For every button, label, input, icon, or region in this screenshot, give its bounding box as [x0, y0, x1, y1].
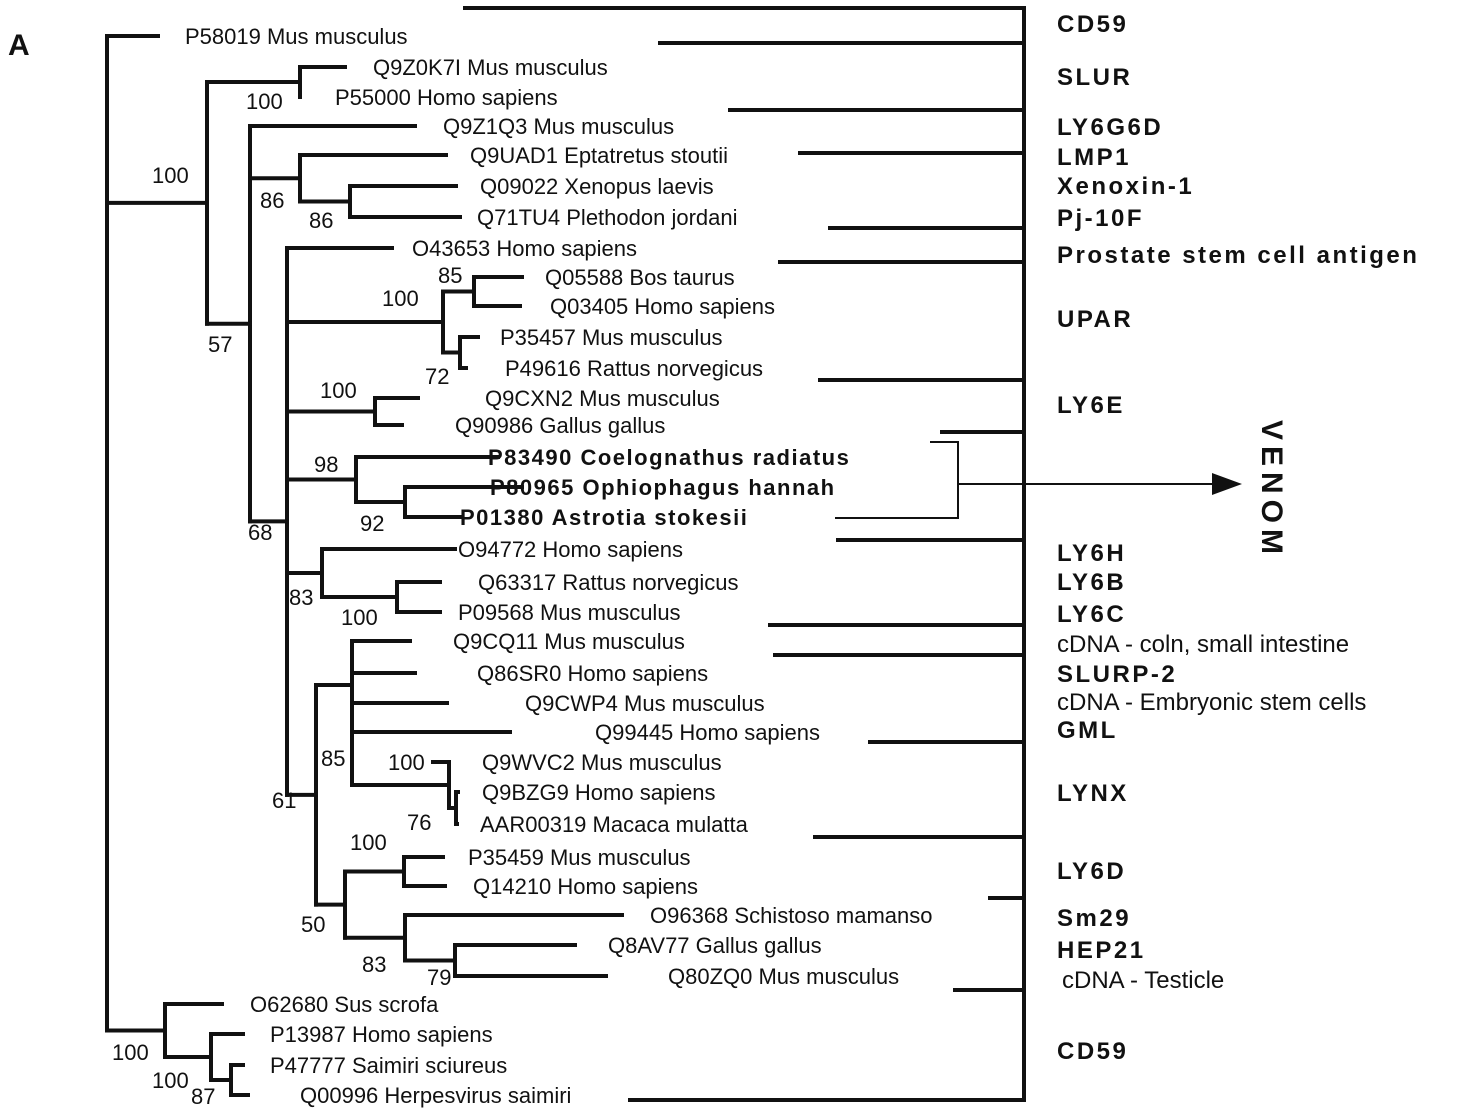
- bootstrap-value: 86: [260, 188, 284, 213]
- bootstrap-value: 85: [321, 746, 345, 771]
- bootstrap-value: 85: [438, 263, 462, 288]
- leaf-label: P35457 Mus musculus: [500, 325, 723, 350]
- leaf-label: P47777 Saimiri sciureus: [270, 1053, 507, 1078]
- family-label: LMP1: [1057, 144, 1131, 171]
- family-label: cDNA - Testicle: [1062, 967, 1224, 994]
- leaf-label: Q9Z1Q3 Mus musculus: [443, 114, 674, 139]
- leaf-label: Q90986 Gallus gallus: [455, 413, 665, 438]
- family-label: LY6E: [1057, 392, 1125, 419]
- family-label: LY6B: [1057, 569, 1126, 596]
- family-label: Sm29: [1057, 905, 1131, 932]
- family-labels: CD59SLURLY6G6DLMP1Xenoxin-1Pj-10FProstat…: [1057, 11, 1419, 1065]
- bootstrap-value: 76: [407, 810, 431, 835]
- leaf-label: P80965 Ophiophagus hannah: [490, 475, 836, 500]
- leaf-label: O96368 Schistoso mamanso: [650, 903, 933, 928]
- bootstrap-value: 83: [362, 952, 386, 977]
- family-label: HEP21: [1057, 937, 1146, 964]
- bootstrap-value: 100: [246, 89, 283, 114]
- leaf-label: P09568 Mus musculus: [458, 600, 681, 625]
- leaf-label: P58019 Mus musculus: [185, 24, 408, 49]
- family-label: LY6G6D: [1057, 114, 1163, 141]
- leaf-label: Q86SR0 Homo sapiens: [477, 661, 708, 686]
- leaf-label: Q9UAD1 Eptatretus stoutii: [470, 143, 728, 168]
- family-bracket: [463, 6, 1026, 1102]
- bootstrap-value: 100: [350, 830, 387, 855]
- family-label: SLURP-2: [1057, 661, 1177, 688]
- family-label: cDNA - coln, small intestine: [1057, 631, 1349, 658]
- leaf-label: O43653 Homo sapiens: [412, 236, 637, 261]
- family-label: LY6D: [1057, 858, 1126, 885]
- family-label: UPAR: [1057, 306, 1133, 333]
- bootstrap-value: 79: [427, 965, 451, 990]
- bootstrap-value: 100: [388, 750, 425, 775]
- leaf-label: P55000 Homo sapiens: [335, 85, 558, 110]
- bootstrap-value: 86: [309, 208, 333, 233]
- bootstrap-value: 87: [191, 1084, 215, 1109]
- leaf-label: Q14210 Homo sapiens: [473, 874, 698, 899]
- venom-bracket: [835, 441, 959, 519]
- bootstrap-value: 57: [208, 332, 232, 357]
- venom-arrowhead-icon: [1212, 473, 1242, 495]
- family-label: Prostate stem cell antigen: [1057, 242, 1419, 269]
- family-label: cDNA - Embryonic stem cells: [1057, 689, 1366, 716]
- bootstrap-value: 100: [152, 1068, 189, 1093]
- bootstrap-value: 83: [289, 585, 313, 610]
- leaf-label: Q00996 Herpesvirus saimiri: [300, 1083, 571, 1108]
- family-label: Xenoxin-1: [1057, 173, 1194, 200]
- leaf-label: Q71TU4 Plethodon jordani: [477, 205, 738, 230]
- leaf-label: AAR00319 Macaca mulatta: [480, 812, 749, 837]
- panel-label: A: [8, 29, 30, 62]
- bootstrap-values: 1008686857210010092981008376100851007983…: [112, 89, 462, 1109]
- bootstrap-value: 100: [320, 378, 357, 403]
- bootstrap-value: 100: [112, 1040, 149, 1065]
- leaf-label: Q05588 Bos taurus: [545, 265, 735, 290]
- leaf-label: Q63317 Rattus norvegicus: [478, 570, 739, 595]
- leaf-label: P13987 Homo sapiens: [270, 1022, 493, 1047]
- family-label: CD59: [1057, 1038, 1128, 1065]
- bootstrap-value: 68: [248, 520, 272, 545]
- leaf-label: P01380 Astrotia stokesii: [460, 505, 748, 530]
- family-label: Pj-10F: [1057, 205, 1144, 232]
- family-label: LY6C: [1057, 601, 1126, 628]
- family-label: CD59: [1057, 11, 1128, 38]
- family-label: LYNX: [1057, 780, 1129, 807]
- family-label: GML: [1057, 717, 1118, 744]
- venom-label: VENOM: [1255, 420, 1288, 560]
- leaf-label: Q09022 Xenopus laevis: [480, 174, 714, 199]
- bootstrap-value: 98: [314, 452, 338, 477]
- leaf-label: O62680 Sus scrofa: [250, 992, 439, 1017]
- leaf-label: Q9CQ11 Mus musculus: [453, 629, 685, 654]
- bootstrap-value: 61: [272, 788, 296, 813]
- leaf-label: P35459 Mus musculus: [468, 845, 691, 870]
- bootstrap-value: 100: [382, 286, 419, 311]
- leaf-label: Q9CXN2 Mus musculus: [485, 386, 720, 411]
- tree-branches: [105, 34, 624, 1097]
- leaf-label: Q9CWP4 Mus musculus: [525, 691, 765, 716]
- leaf-label: Q80ZQ0 Mus musculus: [668, 964, 899, 989]
- leaf-label: Q03405 Homo sapiens: [550, 294, 775, 319]
- leaf-label: Q8AV77 Gallus gallus: [608, 933, 822, 958]
- family-label: SLUR: [1057, 64, 1132, 91]
- bootstrap-value: 50: [301, 912, 325, 937]
- leaf-label: Q99445 Homo sapiens: [595, 720, 820, 745]
- bootstrap-value: 72: [425, 364, 449, 389]
- family-label: LY6H: [1057, 540, 1126, 567]
- leaf-label: Q9BZG9 Homo sapiens: [482, 780, 716, 805]
- leaf-label: Q9Z0K7I Mus musculus: [373, 55, 608, 80]
- leaf-label: P49616 Rattus norvegicus: [505, 356, 763, 381]
- bootstrap-value: 100: [152, 163, 189, 188]
- leaf-label: O94772 Homo sapiens: [458, 537, 683, 562]
- venom-annotation: VENOM: [958, 420, 1288, 560]
- leaf-label: Q9WVC2 Mus musculus: [482, 750, 722, 775]
- leaf-label: P83490 Coelognathus radiatus: [488, 445, 850, 470]
- bootstrap-value: 100: [341, 605, 378, 630]
- bootstrap-value: 92: [360, 511, 384, 536]
